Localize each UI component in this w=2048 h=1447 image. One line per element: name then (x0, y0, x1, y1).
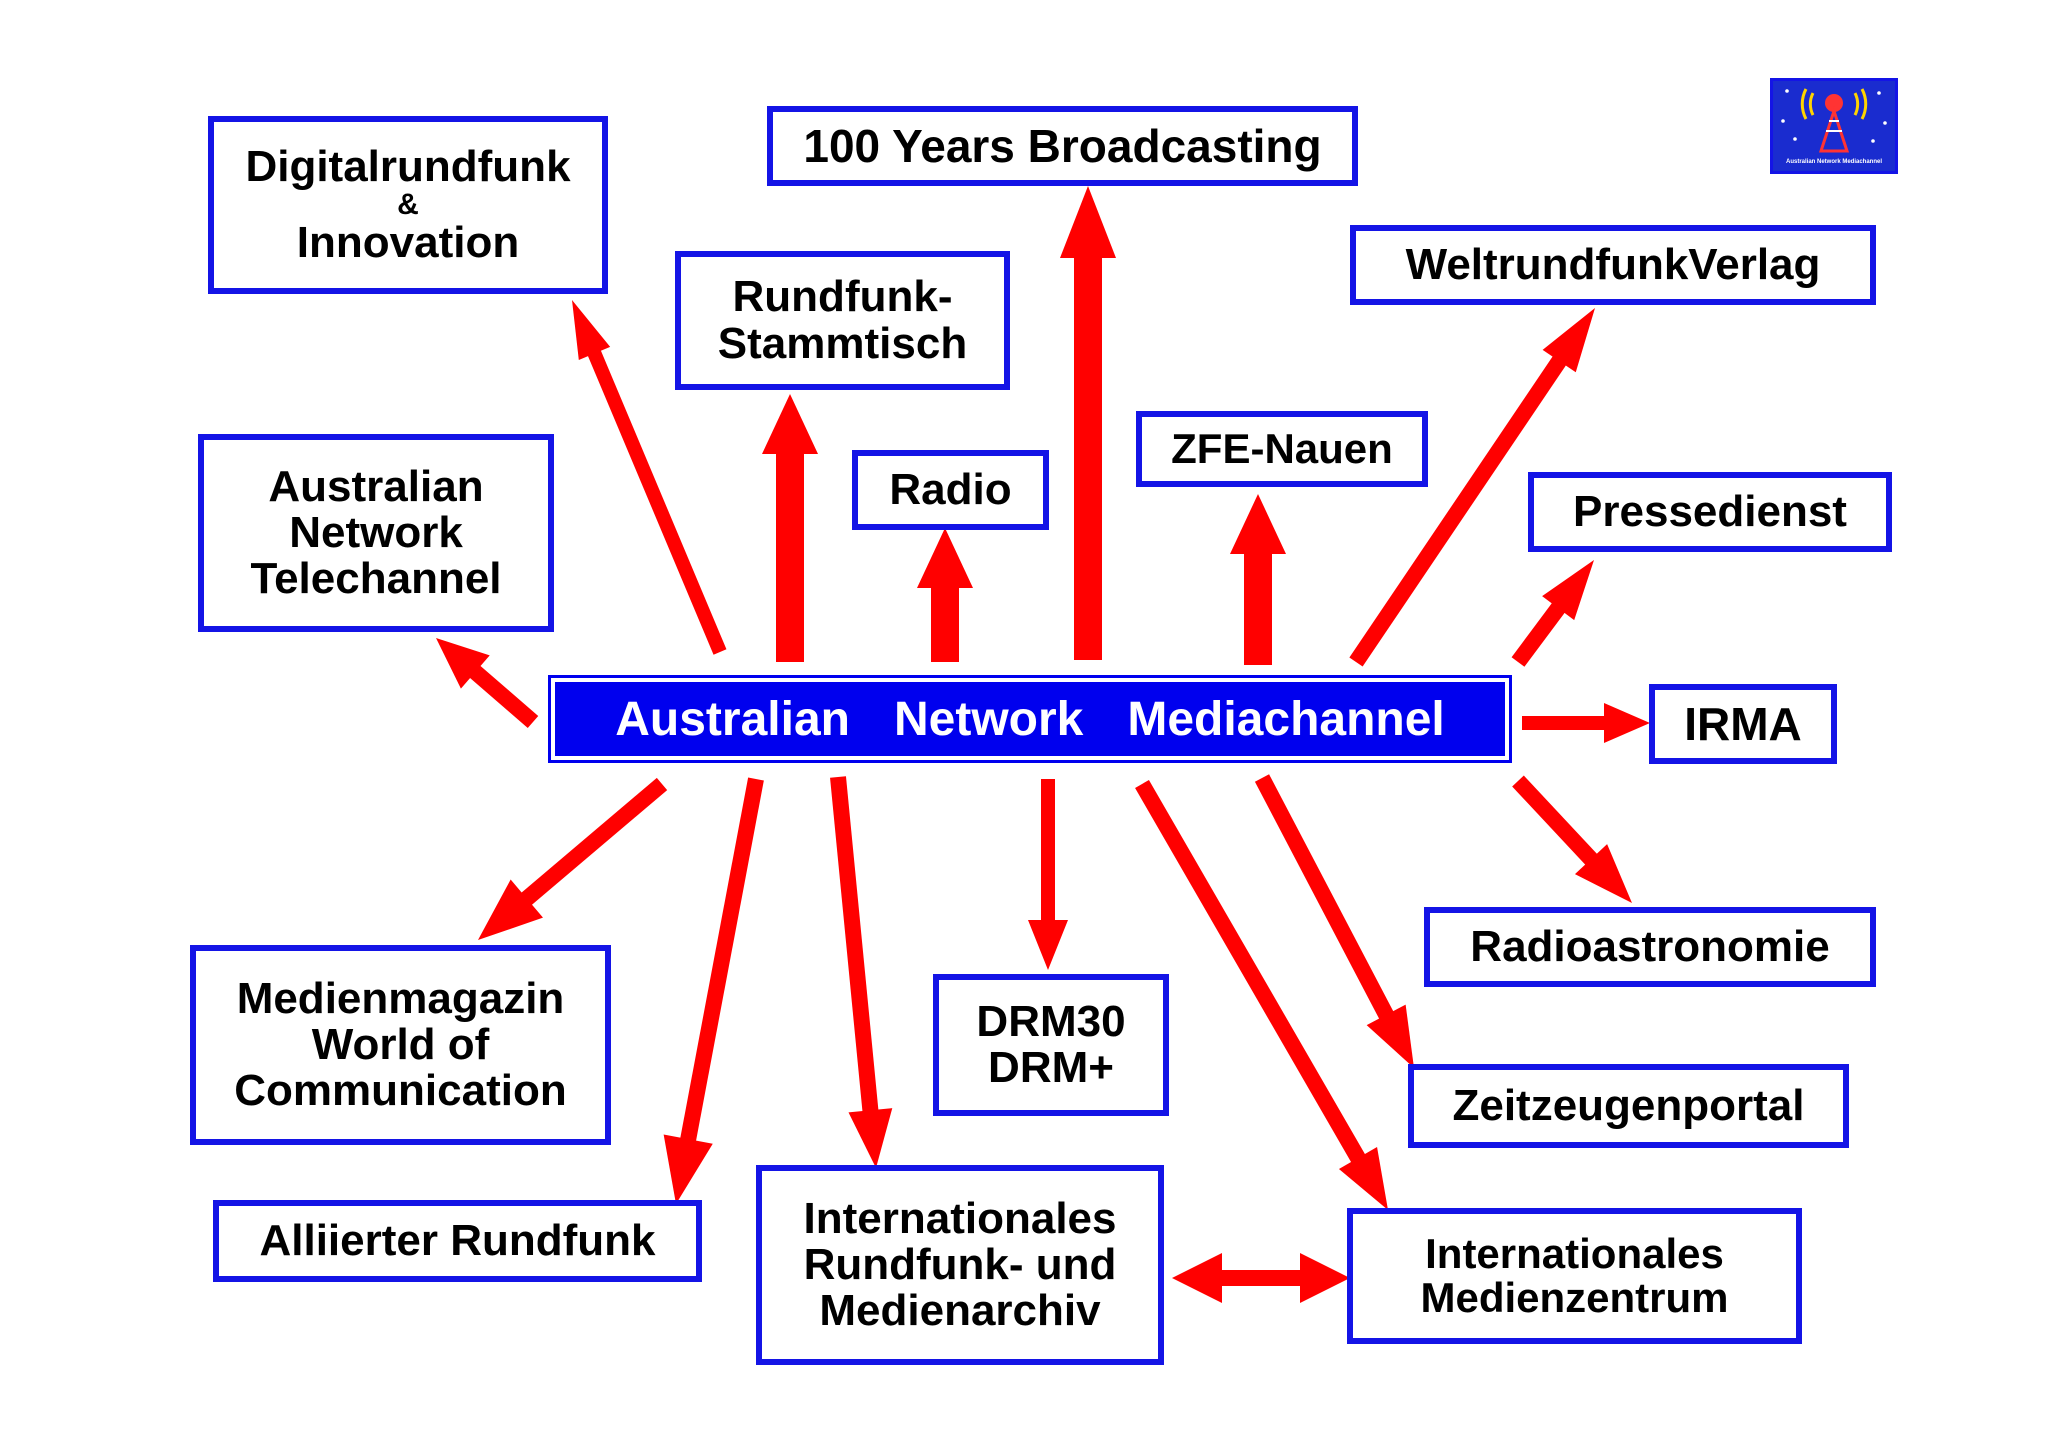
logo-caption: Australian Network Mediachannel (1785, 159, 1883, 165)
node-irma: IRMA (1649, 684, 1837, 764)
node-digitalrundfunk-innovation: Digitalrundfunk & Innovation (208, 116, 608, 294)
arrow-shaft (679, 777, 764, 1148)
arrow-head (1230, 494, 1286, 554)
node-line: Network (289, 507, 463, 557)
center-word-3: Mediachannel (1127, 692, 1445, 746)
node-internationales-medienzentrum: Internationales Medienzentrum (1347, 1208, 1802, 1344)
broadcast-logo: Australian Network Mediachannel (1770, 78, 1898, 174)
arrow-to-digitalrundfunk (572, 300, 727, 655)
node-line: Communication (234, 1066, 567, 1116)
node-alliierter-rundfunk: Alliierter Rundfunk (213, 1200, 702, 1282)
node-radio: Radio (852, 450, 1049, 530)
node-weltrundfunkverlag: WeltrundfunkVerlag (1350, 225, 1876, 305)
arrow-head (1338, 1147, 1388, 1210)
center-word-2: Network (893, 692, 1084, 746)
node-rundfunk-stammtisch: Rundfunk- Stammtisch (675, 251, 1010, 390)
node-line: Australian (268, 461, 484, 511)
arrow-to-100-years (1060, 186, 1116, 660)
arrow-head (1542, 308, 1595, 373)
node-line: Internationales (1425, 1229, 1724, 1277)
arrow-to-pressedienst (1511, 560, 1594, 667)
node-line: Medienmagazin (236, 973, 565, 1023)
node-line: DRM30 (976, 996, 1126, 1046)
node-drm: DRM30 DRM+ (933, 974, 1169, 1116)
arrow-head (917, 528, 973, 588)
arrow-to-weltrundfunkverlag (1349, 308, 1595, 667)
node-line: ZFE-Nauen (1171, 424, 1393, 472)
node-line: Digitalrundfunk (245, 141, 571, 191)
node-pressedienst: Pressedienst (1528, 472, 1892, 552)
arrow-head (848, 1108, 893, 1168)
arrow-shaft (1512, 775, 1601, 870)
node-line: Stammtisch (717, 318, 968, 368)
arrow-to-radio (917, 528, 973, 662)
node-100-years-broadcasting: 100 Years Broadcasting (767, 106, 1358, 186)
center-node-australian-network-mediachannel: Australian Network Mediachannel (548, 675, 1512, 763)
node-line: Zeitzeugenportal (1452, 1080, 1805, 1130)
arrow-to-zfe-nauen (1230, 494, 1286, 665)
arrow-head (436, 638, 490, 689)
arrow-shaft (516, 777, 668, 909)
node-line: 100 Years Broadcasting (803, 119, 1322, 172)
node-line: World of (311, 1019, 490, 1069)
arrow-head (1172, 1253, 1222, 1303)
node-line: Innovation (296, 218, 520, 267)
arrow-to-radioastronomie (1512, 775, 1632, 903)
arrow-head (1574, 844, 1632, 903)
arrow-to-medienzentrum (1135, 779, 1388, 1210)
node-line: Rundfunk- und (803, 1239, 1117, 1289)
arrow-to-irma (1522, 703, 1650, 743)
arrow-to-telechannel (436, 638, 539, 729)
node-line: Internationales (803, 1193, 1117, 1243)
arrow-head (1604, 703, 1650, 743)
arrow-head (1028, 920, 1068, 970)
node-internationales-rundfunk-und-medienarchiv: Internationales Rundfunk- und Medienarch… (756, 1165, 1164, 1365)
node-zeitzeugenportal: Zeitzeugenportal (1408, 1064, 1849, 1148)
arrow-shaft (1349, 351, 1570, 667)
arrow-shaft (466, 662, 539, 729)
arrow-head (762, 394, 818, 454)
arrow-shaft (1511, 598, 1569, 667)
node-line: Pressedienst (1573, 486, 1847, 536)
arrow-to-rundfunk-stammtisch (762, 394, 818, 662)
center-word-1: Australian (615, 692, 850, 746)
node-medienmagazin-world-of-communication: Medienmagazin World of Communication (190, 945, 611, 1145)
arrow-head (1366, 1004, 1414, 1068)
node-line: Rundfunk- (732, 272, 953, 322)
arrow-head (572, 300, 611, 361)
node-line: IRMA (1684, 697, 1802, 750)
node-line: Medienzentrum (1420, 1274, 1729, 1321)
arrow-shaft (585, 345, 727, 655)
arrow-shaft (1135, 779, 1368, 1168)
node-australian-network-telechannel: Australian Network Telechannel (198, 434, 554, 632)
arrow-head (1542, 560, 1594, 621)
arrow-to-alliierter-rundfunk (663, 777, 764, 1204)
node-line: Alliierter Rundfunk (259, 1215, 656, 1265)
node-line: Radioastronomie (1470, 921, 1830, 971)
arrow-head (663, 1134, 713, 1204)
node-line: & (397, 188, 419, 221)
arrow-to-medienmagazin (478, 777, 668, 940)
arrow-to-drm (1028, 779, 1068, 970)
radio-tower-icon (1781, 88, 1887, 153)
arrow-shaft (830, 776, 879, 1117)
node-zfe-nauen: ZFE-Nauen (1136, 411, 1428, 487)
arrow-shaft (1254, 774, 1397, 1024)
arrow-to-archiv (830, 776, 893, 1168)
node-radioastronomie: Radioastronomie (1424, 907, 1876, 987)
arrow-head (1060, 186, 1116, 258)
node-line: Radio (889, 464, 1012, 514)
node-line: WeltrundfunkVerlag (1405, 239, 1821, 289)
node-line: Medienarchiv (819, 1286, 1101, 1336)
arrow-archiv-medienzentrum (1172, 1253, 1350, 1303)
arrow-head (478, 879, 543, 940)
node-line: Telechannel (250, 554, 502, 604)
node-line: DRM+ (988, 1043, 1114, 1092)
arrow-to-zeitzeugenportal (1254, 774, 1414, 1068)
arrow-head (1300, 1253, 1350, 1303)
